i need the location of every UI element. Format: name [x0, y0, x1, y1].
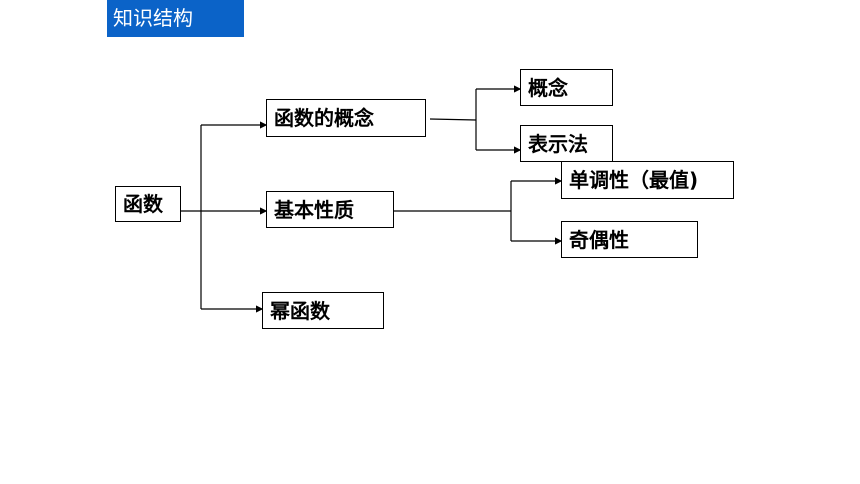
node-representation: 表示法	[520, 125, 613, 162]
node-monotonicity: 单调性（最值)	[561, 161, 734, 199]
node-concept: 概念	[520, 69, 613, 106]
node-power-function: 幂函数	[262, 292, 384, 329]
node-basic-properties: 基本性质	[266, 191, 394, 228]
node-root-function: 函数	[115, 186, 181, 222]
connector-concept-stem	[429, 118, 477, 121]
section-title-banner: 知识结构	[107, 0, 244, 37]
node-parity: 奇偶性	[561, 221, 698, 258]
node-concept-of-function: 函数的概念	[266, 99, 426, 137]
